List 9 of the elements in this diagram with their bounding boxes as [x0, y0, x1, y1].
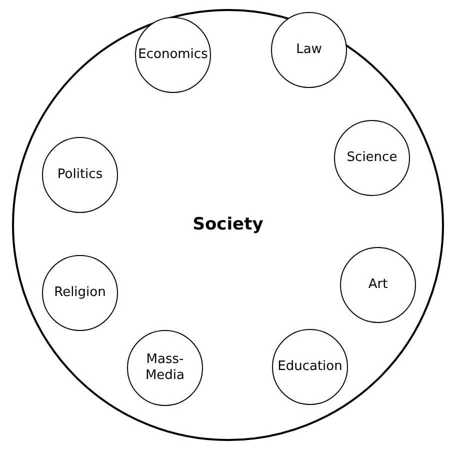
domain-label: Religion [54, 284, 106, 302]
domain-label: Science [346, 150, 398, 166]
domain-label: Law [296, 42, 322, 58]
domain-label: Art [368, 276, 388, 294]
center-label: Society [192, 213, 264, 236]
domain-label: Education [278, 358, 342, 376]
domain-label: Economics [138, 46, 208, 64]
domain-label: Politics [57, 166, 103, 184]
domain-label: Mass-Media [144, 352, 186, 384]
